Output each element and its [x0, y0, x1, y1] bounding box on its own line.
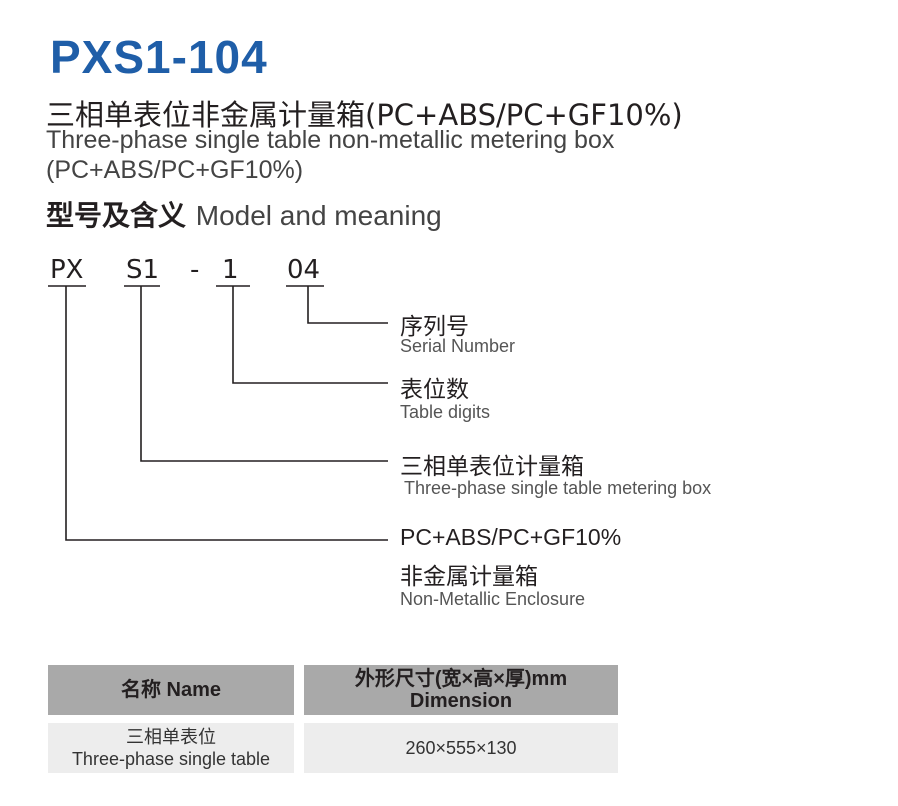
code-part-dash: - [190, 255, 200, 285]
table-header-name-label: 名称 Name [120, 679, 222, 701]
code-part-px: PX [50, 255, 84, 285]
table-row-name: 三相单表位 Three-phase single table [48, 723, 294, 773]
meaning-enclosure-material: PC+ABS/PC+GF10% [400, 524, 622, 550]
table-header-dimension: 外形尺寸(宽×高×厚)mm Dimension [304, 665, 618, 715]
connector-metering-box [140, 286, 388, 462]
table-header-dimension-label-cn: 外形尺寸(宽×高×厚)mm [354, 668, 568, 690]
connector-table-digits [232, 286, 388, 384]
connector-enclosure [65, 286, 388, 541]
connector-serial [307, 286, 388, 324]
product-title-en-line2: (PC+ABS/PC+GF10%) [46, 156, 304, 184]
table-cell-name-en: Three-phase single table [71, 749, 271, 769]
code-part-s1: S1 [126, 255, 160, 285]
meaning-serial-en: Serial Number [400, 336, 516, 356]
meaning-table-digits-en: Table digits [400, 402, 491, 422]
table-header-dimension-label-en: Dimension [409, 690, 513, 712]
meaning-serial-cn: 序列号 [400, 314, 469, 340]
section-heading-en: Model and meaning [195, 200, 442, 231]
product-title-cn: 三相单表位非金属计量箱(PC+ABS/PC+GF10%) [46, 98, 683, 132]
meaning-enclosure-cn: 非金属计量箱 [400, 564, 538, 590]
code-part-1: 1 [222, 255, 239, 285]
table-cell-name-cn: 三相单表位 [126, 727, 216, 747]
section-heading: 型号及含义 Model and meaning [46, 194, 442, 234]
table-header-name: 名称 Name [48, 665, 294, 715]
meaning-enclosure-en: Non-Metallic Enclosure [400, 589, 586, 609]
section-heading-cn: 型号及含义 [46, 199, 187, 232]
table-cell-dimension: 260×555×130 [405, 738, 517, 758]
model-code-title: PXS1-104 [50, 31, 268, 83]
code-part-04: 04 [287, 255, 321, 285]
table-row-dimension: 260×555×130 [304, 723, 618, 773]
product-title-en-line1: Three-phase single table non-metallic me… [46, 126, 615, 154]
meaning-metering-box-cn: 三相单表位计量箱 [400, 454, 584, 480]
meaning-metering-box-en: Three-phase single table metering box [404, 478, 712, 498]
meaning-table-digits-cn: 表位数 [400, 377, 469, 403]
